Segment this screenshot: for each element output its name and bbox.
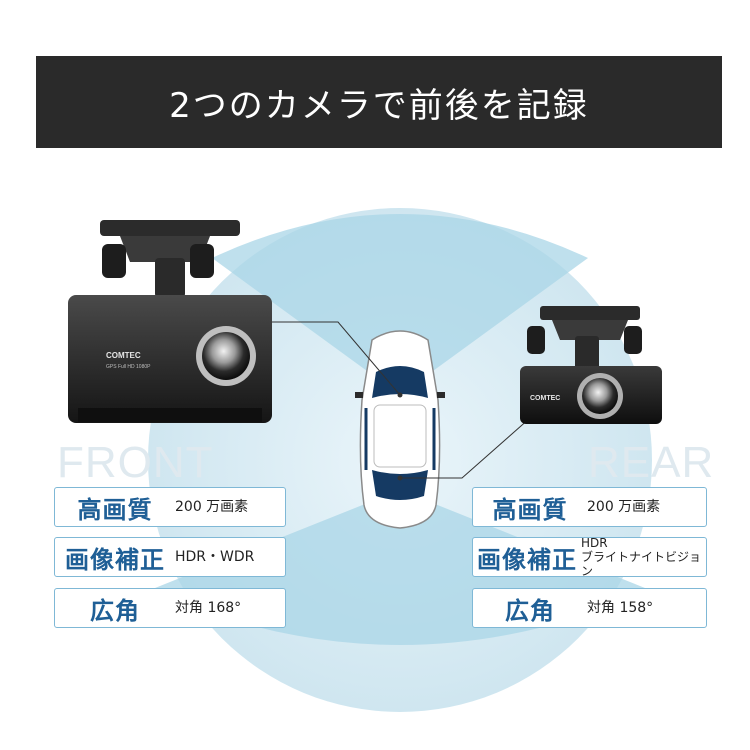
rear-spec-angle: 広角 対角 158° — [472, 588, 707, 628]
spec-value: 対角 168° — [175, 599, 242, 616]
rear-brand-text: COMTEC — [530, 395, 560, 402]
front-view-beam — [212, 214, 588, 395]
front-spec-correction: 画像補正 HDR・WDR — [54, 537, 286, 577]
front-dashcam-icon — [68, 220, 272, 423]
spec-value-line: HDR・WDR — [175, 548, 255, 565]
spec-value: HDR ブライトナイトビジョン — [581, 536, 706, 578]
front-connector-line — [268, 321, 401, 396]
spec-value-line: HDR — [580, 536, 608, 550]
spec-value-line: 対角 168° — [175, 599, 242, 616]
spec-title: 高画質 — [77, 495, 153, 524]
rear-connector-line — [400, 417, 531, 479]
spec-title: 広角 — [505, 596, 555, 625]
spec-value: 200 万画素 — [175, 498, 249, 515]
rear-spec-correction: 画像補正 HDR ブライトナイトビジョン — [472, 536, 707, 578]
spec-title: 画像補正 — [476, 545, 577, 574]
front-label: FRONT — [57, 438, 214, 487]
rear-spec-resolution: 高画質 200 万画素 — [472, 487, 707, 527]
page-title: 2つのカメラで前後を記録 — [169, 85, 589, 126]
page-title-banner: 2つのカメラで前後を記録 — [36, 56, 722, 148]
front-spec-resolution: 高画質 200 万画素 — [54, 487, 286, 527]
front-spec-angle: 広角 対角 168° — [54, 588, 286, 628]
spec-title: 広角 — [90, 596, 140, 625]
front-subtext: GPS Full HD 1080P — [106, 364, 151, 370]
spec-value: HDR・WDR — [175, 548, 255, 565]
spec-value-line: ブライトナイトビジョン — [580, 550, 701, 578]
spec-title: 画像補正 — [65, 545, 165, 574]
spec-value: 対角 158° — [587, 599, 654, 616]
spec-value-line: 200 万画素 — [175, 498, 249, 515]
rear-label: REAR — [588, 438, 715, 487]
rear-camera-icon — [520, 306, 662, 424]
car-top-view-icon — [355, 330, 445, 529]
spec-value: 200 万画素 — [587, 498, 661, 515]
spec-value-line: 200 万画素 — [587, 498, 661, 515]
spec-title: 高画質 — [492, 495, 568, 524]
front-brand-text: COMTEC — [106, 351, 141, 360]
spec-value-line: 対角 158° — [587, 599, 654, 616]
